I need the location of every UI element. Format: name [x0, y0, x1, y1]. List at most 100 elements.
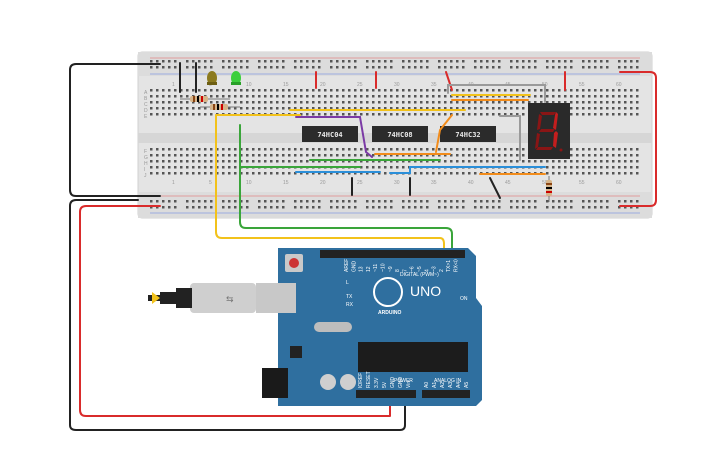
breadboard-hole: [366, 160, 369, 163]
breadboard-hole: [288, 89, 291, 92]
pin-label: GND: [390, 377, 396, 389]
pin-label: RX<0: [454, 259, 460, 272]
breadboard-hole: [510, 160, 513, 163]
row-letter: E: [144, 114, 148, 120]
capacitor-2: [340, 374, 356, 390]
breadboard-hole: [246, 148, 249, 151]
breadboard-hole: [600, 95, 603, 98]
digital-label: DIGITAL (PWM~): [400, 272, 439, 278]
breadboard-hole: [570, 200, 573, 203]
breadboard-hole: [534, 60, 537, 63]
breadboard-hole: [564, 66, 567, 69]
breadboard-hole: [414, 160, 417, 163]
breadboard-hole: [348, 206, 351, 209]
breadboard-hole: [378, 107, 381, 110]
column-number: 30: [394, 82, 400, 88]
column-number: 15: [283, 180, 289, 186]
breadboard-hole: [384, 206, 387, 209]
breadboard-hole: [618, 66, 621, 69]
breadboard-hole: [582, 172, 585, 175]
breadboard-hole: [312, 148, 315, 151]
breadboard-hole: [492, 113, 495, 116]
breadboard-hole: [540, 89, 543, 92]
breadboard-hole: [192, 166, 195, 169]
breadboard-hole: [546, 66, 549, 69]
usb-icon: ⇆: [226, 295, 234, 305]
analog-label: ANALOG IN: [434, 378, 462, 384]
breadboard-hole: [402, 160, 405, 163]
breadboard-hole: [498, 154, 501, 157]
breadboard-hole: [618, 95, 621, 98]
breadboard-hole: [378, 148, 381, 151]
breadboard-hole: [150, 60, 153, 63]
breadboard-hole: [420, 95, 423, 98]
breadboard-hole: [300, 101, 303, 104]
breadboard-hole: [570, 154, 573, 157]
breadboard-hole: [498, 113, 501, 116]
breadboard-hole: [504, 160, 507, 163]
breadboard-hole: [246, 172, 249, 175]
breadboard-hole: [282, 95, 285, 98]
breadboard-hole: [270, 200, 273, 203]
breadboard-hole: [150, 160, 153, 163]
breadboard-hole: [336, 172, 339, 175]
breadboard-hole: [240, 101, 243, 104]
breadboard-hole: [582, 166, 585, 169]
breadboard-hole: [264, 172, 267, 175]
breadboard-hole: [354, 113, 357, 116]
breadboard-hole: [192, 148, 195, 151]
breadboard-hole: [552, 200, 555, 203]
breadboard-wires: [179, 62, 566, 199]
breadboard-hole: [552, 60, 555, 63]
breadboard-hole: [474, 113, 477, 116]
breadboard-hole: [168, 172, 171, 175]
breadboard-hole: [372, 166, 375, 169]
breadboard-hole: [324, 113, 327, 116]
breadboard-hole: [582, 60, 585, 63]
breadboard-hole: [180, 160, 183, 163]
breadboard-hole: [228, 206, 231, 209]
breadboard-hole: [480, 66, 483, 69]
breadboard-hole: [270, 107, 273, 110]
breadboard-hole: [546, 101, 549, 104]
breadboard-hole: [210, 166, 213, 169]
breadboard-hole: [522, 148, 525, 151]
breadboard-hole: [522, 101, 525, 104]
pin-label: ~6: [410, 266, 416, 272]
breadboard-hole: [354, 148, 357, 151]
breadboard-hole: [210, 148, 213, 151]
breadboard-hole: [618, 172, 621, 175]
breadboard-hole: [492, 60, 495, 63]
breadboard-hole: [186, 172, 189, 175]
breadboard-hole: [618, 200, 621, 203]
breadboard-hole: [306, 60, 309, 63]
breadboard-hole: [306, 89, 309, 92]
breadboard-hole: [510, 107, 513, 110]
breadboard-hole: [198, 107, 201, 110]
breadboard-hole: [582, 113, 585, 116]
breadboard-hole: [378, 60, 381, 63]
breadboard-hole: [606, 95, 609, 98]
breadboard-hole: [576, 101, 579, 104]
breadboard-hole: [348, 172, 351, 175]
breadboard-hole: [306, 113, 309, 116]
pin-label: A0: [424, 382, 430, 388]
breadboard-hole: [384, 200, 387, 203]
breadboard-hole: [492, 66, 495, 69]
breadboard-hole: [378, 160, 381, 163]
breadboard-hole: [468, 107, 471, 110]
breadboard-hole: [264, 89, 267, 92]
breadboard-hole: [600, 60, 603, 63]
breadboard-hole: [384, 107, 387, 110]
breadboard-hole: [258, 107, 261, 110]
breadboard-hole: [408, 66, 411, 69]
breadboard-hole: [360, 101, 363, 104]
breadboard-hole: [354, 101, 357, 104]
breadboard-hole: [318, 95, 321, 98]
breadboard-hole: [468, 95, 471, 98]
breadboard-hole: [384, 95, 387, 98]
breadboard-hole: [372, 206, 375, 209]
breadboard-hole: [630, 101, 633, 104]
breadboard-hole: [252, 95, 255, 98]
breadboard-hole: [228, 66, 231, 69]
